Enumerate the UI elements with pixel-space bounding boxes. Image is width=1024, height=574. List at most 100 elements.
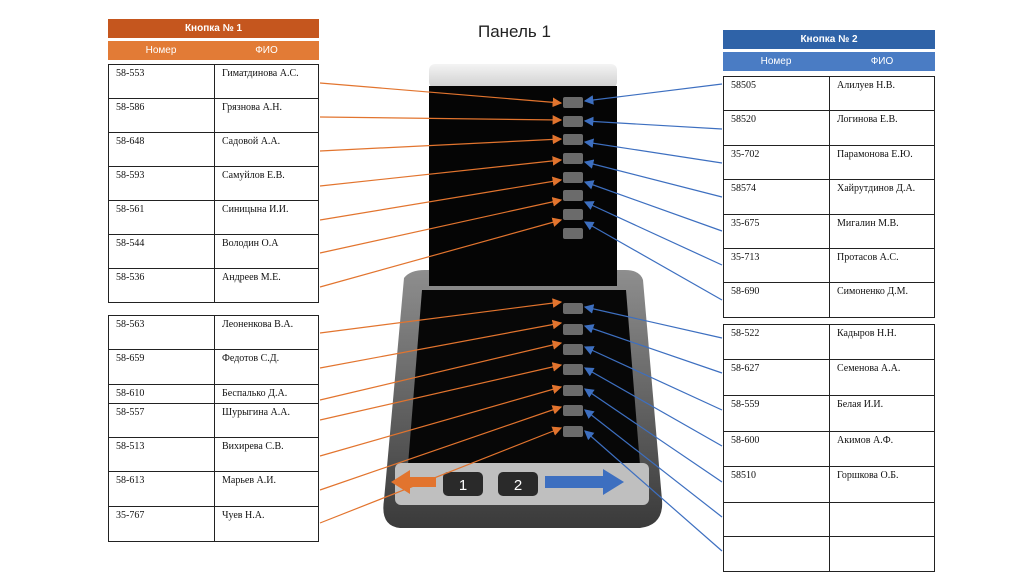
person-name-cell: Самуйлов Е.В. [214,166,319,201]
phone-number-cell: 58-659 [108,349,215,385]
lower-key-7 [563,426,583,437]
right-col-name: ФИО [870,56,894,67]
phone-number-cell: 35-702 [723,145,830,180]
phone-number-cell: 35-767 [108,506,215,542]
connector-l2 [319,115,563,125]
panel-title: Панель 1 [478,22,551,41]
upper-key-8 [563,228,583,239]
right-button-title: Кнопка № 2 [723,30,935,49]
blue-right-arrow-icon [545,469,624,495]
device-top-bezel [429,64,617,88]
person-name-cell: Чуев Н.А. [214,506,319,542]
connector-l10 [319,340,563,401]
lower-key-3 [563,344,583,355]
upper-key-6 [563,190,583,201]
phone-number-cell: 58510 [723,466,830,503]
phone-number-cell: 58-513 [108,437,215,472]
phone-number-cell: 58574 [723,179,830,215]
person-name-cell: Грязнова А.Н. [214,98,319,133]
lower-key-5 [563,385,583,396]
left-column-headers: Номер ФИО [108,41,319,60]
right-button-title-text: Кнопка № 2 [800,34,858,45]
person-name-cell: Симоненко Д.М. [829,282,935,318]
connector-l12 [319,384,563,457]
connector-r13 [584,409,723,518]
upper-key-5 [563,172,583,183]
phone-number-cell: 58-557 [108,403,215,438]
connector-r14 [584,430,723,552]
upper-key-3 [563,134,583,145]
page-button-1[interactable] [443,472,483,496]
connector-l7 [319,217,563,288]
connector-l13 [319,405,563,491]
page-button-1-label: 1 [459,477,467,494]
upper-key-7 [563,209,583,220]
connector-r5 [583,180,723,232]
blue-connectors [583,83,723,552]
connector-r3 [583,138,723,164]
upper-key-2 [563,116,583,127]
connector-r7 [583,221,723,301]
left-col-name: ФИО [255,45,278,56]
lower-key-6 [563,405,583,416]
connector-l14 [319,426,563,524]
person-name-cell: Горшкова О.Б. [829,466,935,503]
lower-key-4 [563,364,583,375]
person-name-cell: Белая И.И. [829,395,935,432]
lower-key-1 [563,303,583,314]
connector-l5 [319,176,563,221]
phone-number-cell: 58505 [723,76,830,111]
connector-l3 [319,134,563,152]
person-name-cell: Хайрутдинов Д.А. [829,179,935,215]
connector-r4 [583,159,723,198]
phone-number-cell: 58-690 [723,282,830,318]
right-column-headers: Номер ФИО [723,52,935,71]
left-col-number: Номер [145,45,177,56]
person-name-cell: Акимов А.Ф. [829,431,935,467]
connector-r9 [583,324,723,374]
connector-l6 [319,197,563,254]
connector-l4 [319,156,563,187]
connector-r1 [583,83,723,105]
person-name-cell [829,502,935,537]
upper-key-1 [563,97,583,108]
person-name-cell: Алилуев Н.В. [829,76,935,111]
connector-l8 [319,298,563,334]
connector-r8 [583,304,723,339]
upper-keys [563,97,583,239]
person-name-cell: Володин О.А [214,234,319,269]
connector-r11 [583,367,723,447]
phone-number-cell: 58-544 [108,234,215,269]
connector-l9 [319,319,563,369]
right-col-number: Номер [760,56,792,67]
lower-screen [408,290,640,465]
orange-connectors [319,82,563,524]
phone-number-cell [723,536,830,572]
person-name-cell: Садовой А.А. [214,132,319,167]
right-table-row [723,536,935,572]
page-button-2-label: 2 [514,477,522,494]
person-name-cell: Леоненкова В.А. [214,315,319,350]
page-button-2[interactable] [498,472,538,496]
upper-key-4 [563,153,583,164]
left-button-title: Кнопка № 1 [108,19,319,38]
